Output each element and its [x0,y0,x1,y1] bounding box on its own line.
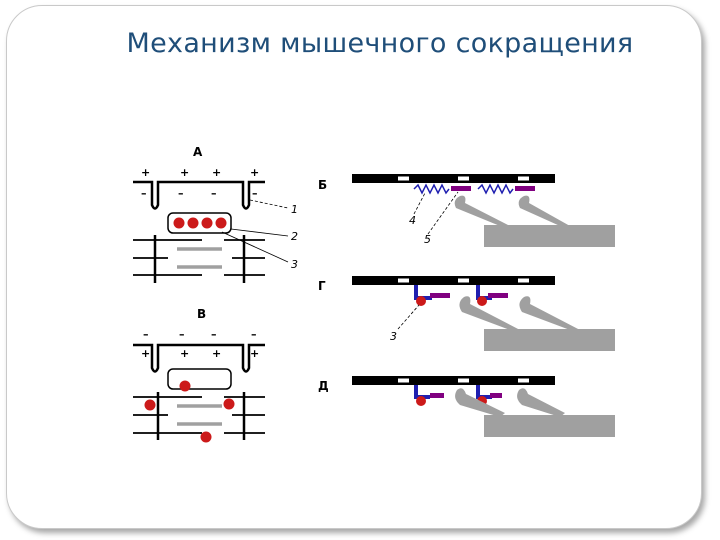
actin-gap [518,278,529,283]
actin-filament [352,376,555,385]
tropomyosin [430,393,444,398]
calcium-ion [215,217,227,229]
panel-a: А + + + + – – – – [133,145,298,283]
troponin [414,385,430,399]
actin-gap [518,176,529,181]
myosin-filament [484,415,615,437]
tropomyosin [515,186,535,191]
panel-v-label: В [197,307,206,321]
calcium-ion [223,398,235,410]
tropomyosin [430,293,450,298]
plus-sign: + [212,347,221,360]
panel-v: В – – – – + + + + [133,307,265,443]
minus-sign: – [143,328,149,341]
minus-sign: – [141,187,147,200]
calcium-ion [416,396,426,406]
troponin-spring [413,183,450,195]
panel-d-label: Д [318,379,329,393]
sarcolemma [133,343,265,373]
actin-filament [352,174,555,183]
myosin-filament [484,329,615,351]
callout-5: 5 [424,233,431,246]
sarcoplasmic-reticulum [167,368,232,390]
myosin-heads-b [454,195,570,226]
plus-sign: + [250,347,259,360]
plus-sign: + [141,347,150,360]
calcium-ion [416,296,426,306]
minus-sign: – [211,328,217,341]
plus-sign: + [141,166,150,179]
calcium-ion [179,380,191,392]
actin-gap [398,278,409,283]
actin-filament [352,276,555,285]
tropomyosin [490,393,502,398]
sarcoplasmic-reticulum [167,212,232,234]
calcium-ion [173,217,185,229]
callout-1: 1 [291,203,298,216]
plus-sign: + [180,166,189,179]
callout-4: 4 [409,214,416,227]
callout-line-1 [249,199,289,209]
minus-sign: – [251,328,257,341]
actin-gap [458,176,469,181]
myosin-heads-d [455,388,565,417]
plus-sign: + [250,166,259,179]
panel-g: Г 3 [318,276,615,351]
calcium-ion [201,217,213,229]
actin-gap [518,378,529,383]
tropomyosin [451,186,471,191]
plus-sign: + [180,347,189,360]
calcium-ion [200,431,212,443]
slide-title: Механизм мышечного сокращения [126,28,634,59]
plus-sign: + [212,166,221,179]
panel-b: Б 4 5 [318,174,615,247]
calcium-ion [477,296,487,306]
panel-b-label: Б [318,178,327,192]
callout-line-3b [397,304,420,330]
actin-gap [398,378,409,383]
actin-gap [398,176,409,181]
callout-line-5 [427,191,459,235]
minus-sign: – [179,328,185,341]
callout-3b: 3 [390,330,397,343]
myosin-heads-g [459,296,580,330]
panel-d: Д [318,376,615,437]
callout-line-2 [230,228,289,237]
minus-sign: – [252,187,258,200]
minus-sign: – [178,187,184,200]
sarcolemma [133,180,265,210]
actin-gap [458,278,469,283]
calcium-ion [144,399,156,411]
callout-line-4 [413,192,426,215]
panel-g-label: Г [318,279,326,293]
slide-frame [6,5,702,529]
callout-2: 2 [291,230,298,243]
filaments-v [133,392,265,440]
actin-gap [458,378,469,383]
tropomyosin [488,293,508,298]
filaments-a [133,235,265,283]
troponin [476,385,492,399]
myosin-filament [484,225,615,247]
minus-sign: – [211,187,217,200]
troponin-spring [477,183,514,195]
panel-a-label: А [193,145,203,159]
calcium-ion [187,217,199,229]
callout-line-3 [221,231,289,263]
troponin [414,285,432,300]
callout-3: 3 [291,258,298,271]
